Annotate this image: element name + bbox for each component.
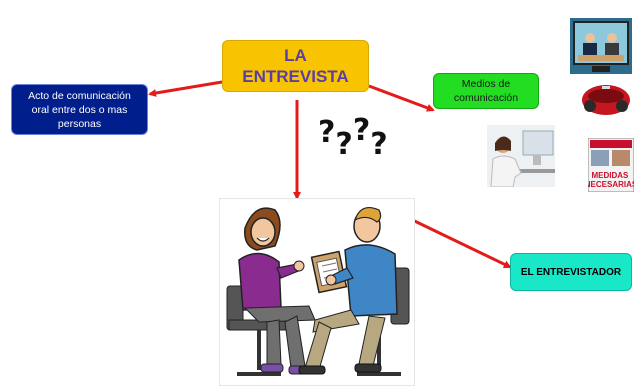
interview-illustration bbox=[219, 198, 415, 386]
woman-at-computer-image bbox=[487, 125, 555, 187]
tv-news-image bbox=[570, 18, 632, 74]
arrow-to-definition bbox=[148, 80, 223, 97]
newspaper-headline-2: NECESARIAS bbox=[588, 180, 634, 189]
question-marks: ???? bbox=[318, 113, 388, 162]
woman-torso bbox=[238, 252, 282, 311]
interviewer-node: EL ENTREVISTADOR bbox=[510, 253, 632, 291]
media-node: Medios de comunicación bbox=[433, 73, 539, 109]
newspaper-headline-1: MEDIDAS bbox=[591, 171, 629, 180]
interviewer-label: EL ENTREVISTADOR bbox=[520, 266, 622, 278]
central-topic-node: LA ENTREVISTA bbox=[222, 40, 369, 92]
newspaper-image: MEDIDAS NECESARIAS bbox=[588, 138, 634, 192]
arrow-to-interviewer bbox=[399, 212, 512, 269]
central-topic-label: LA ENTREVISTA bbox=[242, 46, 349, 86]
definition-node: Acto de comunicación oral entre dos o ma… bbox=[11, 84, 148, 135]
svg-text:MEDIDAS NECESARIAS: MEDIDAS NECESARIAS bbox=[588, 171, 634, 189]
man-hair bbox=[353, 207, 382, 223]
man-torso bbox=[344, 244, 398, 317]
media-label: Medios de comunicación bbox=[453, 78, 519, 104]
radio-image bbox=[580, 76, 632, 122]
definition-label: Acto de comunicación oral entre dos o ma… bbox=[28, 89, 131, 130]
arrow-to-media bbox=[368, 84, 435, 112]
